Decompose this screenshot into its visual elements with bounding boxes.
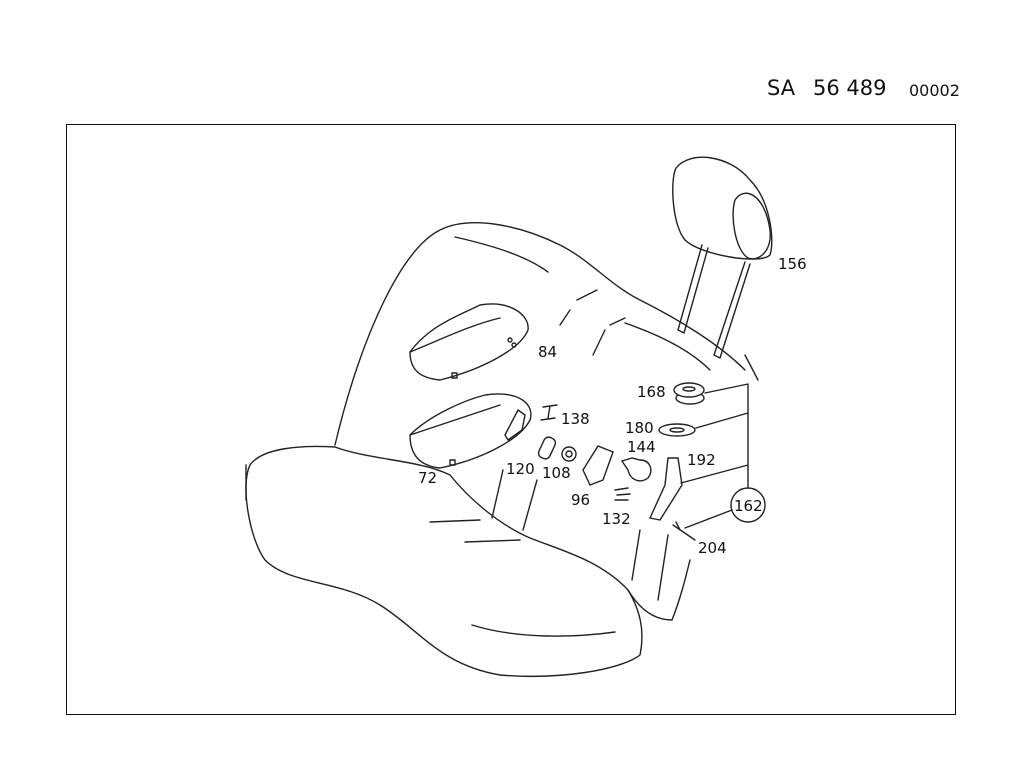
part-204 xyxy=(672,521,696,541)
part-144 xyxy=(620,457,652,482)
sheet-number: 00002 xyxy=(909,81,960,100)
part-156-headrest xyxy=(672,156,773,359)
callout-168: 168 xyxy=(637,383,666,401)
callout-132: 132 xyxy=(602,510,631,528)
part-108-washer xyxy=(561,446,577,462)
part-168 xyxy=(673,382,705,405)
seat-cushion xyxy=(245,445,643,677)
part-132 xyxy=(614,487,631,501)
callout-108: 108 xyxy=(542,464,571,482)
callout-192: 192 xyxy=(687,451,716,469)
callout-120: 120 xyxy=(506,460,535,478)
part-72-armrest xyxy=(409,393,532,469)
callout-162: 162 xyxy=(734,497,763,515)
drawing-number: 56 489 xyxy=(813,76,887,100)
part-138 xyxy=(540,404,558,421)
seat-backrest xyxy=(334,222,746,446)
part-192 xyxy=(648,457,683,521)
drawing-prefix: SA xyxy=(767,76,796,100)
part-180 xyxy=(658,423,696,437)
callout-162-circle xyxy=(730,487,766,523)
part-108-plate xyxy=(537,436,557,460)
callout-84: 84 xyxy=(538,343,557,361)
part-84-armrest xyxy=(409,303,529,381)
callout-96: 96 xyxy=(571,491,590,509)
callout-72: 72 xyxy=(418,469,437,487)
callout-156: 156 xyxy=(778,255,807,273)
diagram-frame xyxy=(66,124,956,715)
callout-144: 144 xyxy=(627,438,656,456)
callout-204: 204 xyxy=(698,539,727,557)
callout-180: 180 xyxy=(625,419,654,437)
part-96 xyxy=(582,445,614,486)
callout-138: 138 xyxy=(561,410,590,428)
